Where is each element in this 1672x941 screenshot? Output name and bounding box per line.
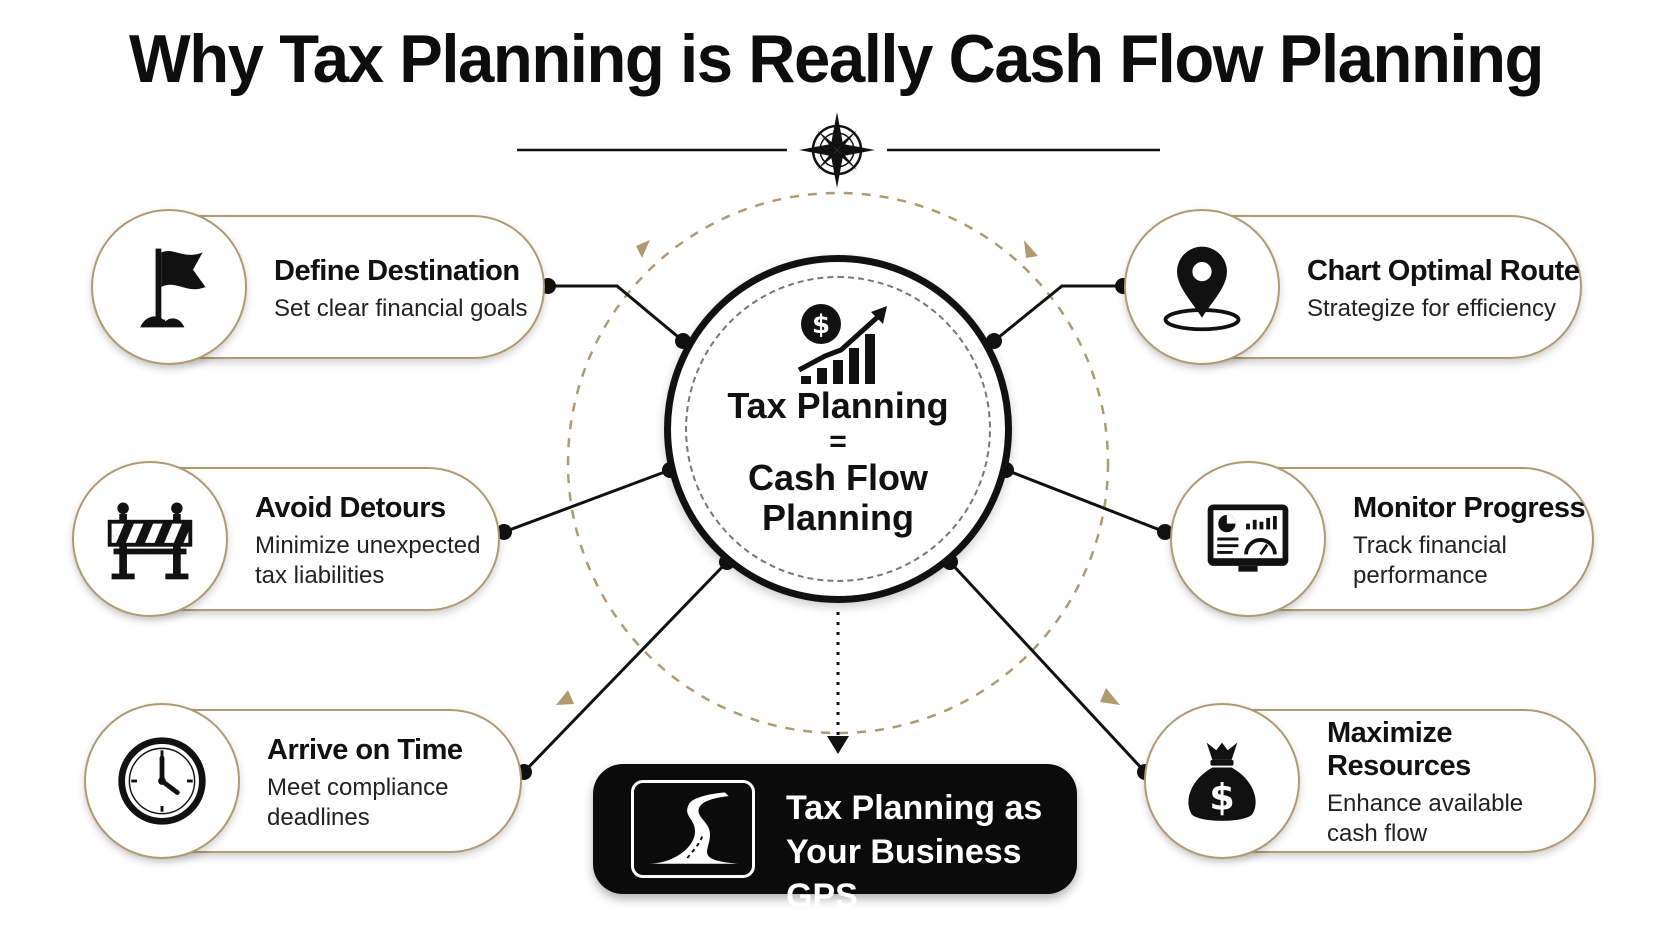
connector-monitor	[1005, 468, 1166, 534]
gps-line-2: Your Business GPS	[786, 833, 1022, 915]
center-line-1: Tax Planning	[727, 385, 949, 426]
orbit-ring	[566, 191, 1110, 735]
card-heading: Arrive on Time	[267, 733, 463, 766]
card-icon-circle	[84, 703, 240, 859]
down-arrow-icon	[827, 736, 849, 754]
card-heading: Maximize Resources	[1327, 717, 1471, 782]
equals-sign: =	[829, 425, 847, 458]
road-sign-icon	[647, 792, 739, 864]
orbit-arrow	[556, 690, 574, 705]
orbit-arrow	[636, 240, 650, 258]
map-pin-icon	[1163, 246, 1241, 332]
connector-chart	[993, 284, 1123, 343]
center-inner-ring	[685, 276, 991, 582]
road-sign-frame	[631, 780, 755, 878]
svg-text:$: $	[1209, 776, 1234, 819]
card-description: Set clear financial goals	[274, 294, 528, 322]
connector-define	[548, 284, 684, 343]
card-icon-circle	[72, 461, 228, 617]
center-line-3: Planning	[762, 497, 914, 538]
gps-line-1: Tax Planning as	[786, 789, 1043, 827]
flag-icon	[140, 248, 206, 328]
svg-text:$: $	[812, 310, 830, 340]
center-hub: $ Tax Planning = Cash Flow Planning	[664, 255, 1012, 603]
gps-banner: Tax Planning as Your Business GPS	[593, 764, 1077, 915]
growth-chart-icon: $	[797, 304, 887, 384]
card-heading: Avoid Detours	[255, 491, 446, 524]
orbit-arrow	[1024, 240, 1038, 258]
connector-arrive	[522, 560, 729, 774]
card-icon-circle: $	[1144, 703, 1300, 859]
card-heading: Chart Optimal Route	[1307, 254, 1580, 287]
clock-icon	[118, 737, 206, 825]
connector-avoid	[503, 468, 671, 534]
connector-maximize	[948, 560, 1147, 774]
card-description: Strategize for efficiency	[1307, 294, 1557, 322]
center-line-2: Cash Flow	[747, 457, 929, 498]
card-heading: Define Destination	[274, 254, 520, 287]
orbit-arrow	[1100, 688, 1120, 705]
dashboard-icon	[1207, 504, 1289, 572]
card-icon-circle	[91, 209, 247, 365]
gps-text: Tax Planning as Your Business GPS	[786, 786, 1077, 918]
card-heading: Monitor Progress	[1353, 491, 1586, 524]
page-title: Why Tax Planning is Really Cash Flow Pla…	[129, 21, 1544, 97]
money-bag-icon: $	[1188, 742, 1256, 821]
card-icon-circle	[1170, 461, 1326, 617]
card-define-destination: Define Destination Set clear financial g…	[91, 209, 545, 365]
road-barrier-icon	[107, 502, 193, 580]
card-icon-circle	[1124, 209, 1280, 365]
center-text: Tax Planning = Cash Flow Planning	[671, 386, 1005, 538]
card-chart-optimal-route: Chart Optimal Route Strategize for effic…	[1124, 209, 1582, 365]
compass-icon	[799, 112, 875, 188]
